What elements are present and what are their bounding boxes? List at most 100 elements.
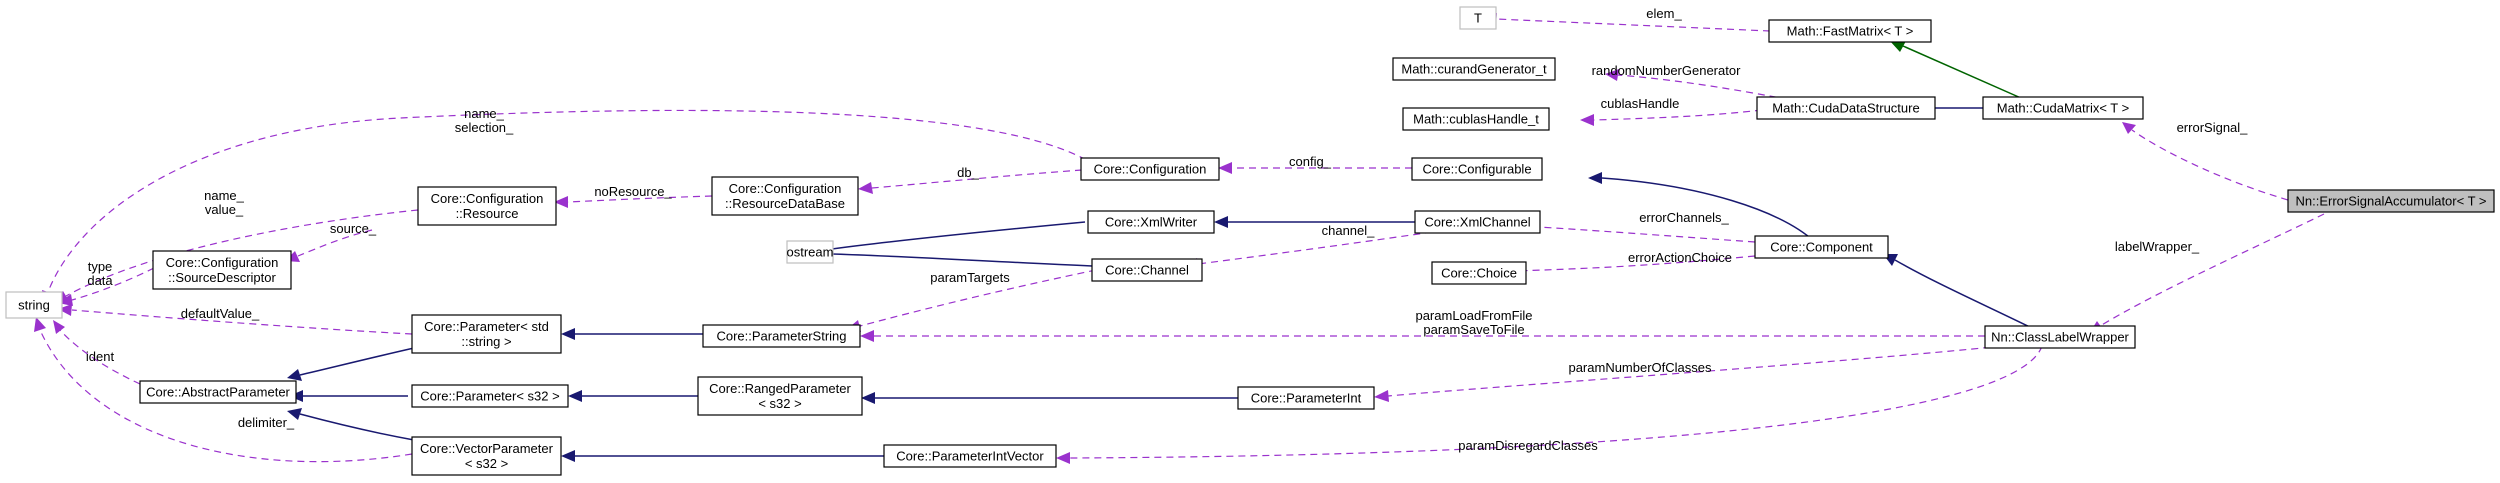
node-classlabel[interactable]: Nn::ClassLabelWrapper xyxy=(1984,325,2136,349)
node-paramstd-label: ::string > xyxy=(461,334,511,349)
node-paramstd[interactable]: Core::Parameter< std::string > xyxy=(411,314,562,354)
edge-label-type-data: data xyxy=(87,273,113,288)
node-fastmatrix-label: Math::FastMatrix< T > xyxy=(1787,24,1914,39)
node-paramintvec-label: Core::ParameterIntVector xyxy=(896,449,1044,464)
edge-configuration-config xyxy=(1218,162,1412,174)
node-srcdesc[interactable]: Core::Configuration::SourceDescriptor xyxy=(152,250,292,290)
edge-label-param-targets: paramTargets xyxy=(930,270,1010,285)
node-channel-label: Core::Channel xyxy=(1105,263,1189,278)
node-paramint[interactable]: Core::ParameterInt xyxy=(1237,386,1375,410)
edge-label-type-data: type xyxy=(88,259,113,274)
node-ranged-label: Core::RangedParameter xyxy=(709,381,851,396)
node-component-label: Core::Component xyxy=(1770,240,1873,255)
edge-cudamatrix-errorsignal xyxy=(2122,122,2289,201)
edge-abstractparam-to-paramstd xyxy=(287,347,415,381)
node-t_param[interactable]: T xyxy=(1459,6,1497,30)
edge-params32-to-ranged xyxy=(568,390,698,402)
edge-label-name-value: name_ xyxy=(204,188,245,203)
node-ostream[interactable]: ostream xyxy=(786,240,834,264)
node-curand[interactable]: Math::curandGenerator_t xyxy=(1392,57,1556,81)
node-configuration-box xyxy=(1080,157,1220,181)
edge-component-to-classlabel xyxy=(1883,254,2041,333)
node-ranged-box xyxy=(697,376,863,416)
node-paramstd-box xyxy=(411,314,562,354)
node-params32-box xyxy=(411,384,569,408)
edge-paramint-number xyxy=(1374,345,2003,402)
node-t_param-box xyxy=(1459,6,1497,30)
edge-resource-noresource xyxy=(554,195,713,208)
node-classlabel-box xyxy=(1984,325,2136,349)
node-xmlwriter-box xyxy=(1087,210,1215,234)
node-configurable[interactable]: Core::Configurable xyxy=(1411,157,1543,181)
node-cudamatrix[interactable]: Math::CudaMatrix< T > xyxy=(1982,96,2144,120)
edge-label-name-selection: selection_ xyxy=(455,120,514,135)
node-configurable-label: Core::Configurable xyxy=(1422,162,1531,177)
node-string-box xyxy=(5,291,63,319)
node-resource[interactable]: Core::Configuration::Resource xyxy=(417,186,557,226)
node-string[interactable]: string xyxy=(5,291,63,319)
node-t_param-label: T xyxy=(1474,11,1482,26)
node-cublas-label: Math::cublasHandle_t xyxy=(1413,112,1539,127)
edge-cublas-handle xyxy=(1580,109,1763,126)
edge-configurable-to-component xyxy=(1588,172,1816,243)
edge-resdb-db xyxy=(858,169,1083,194)
edge-channel-channel xyxy=(1184,231,1433,270)
node-abstractparam[interactable]: Core::AbstractParameter xyxy=(139,380,297,404)
node-channel-box xyxy=(1091,258,1203,282)
node-srcdesc-box xyxy=(152,250,292,290)
node-xmlchannel-label: Core::XmlChannel xyxy=(1424,215,1530,230)
edge-label-param-number: paramNumberOfClasses xyxy=(1568,360,1712,375)
node-xmlchannel-box xyxy=(1414,210,1541,234)
node-params32-label: Core::Parameter< s32 > xyxy=(420,389,559,404)
node-errsig-box xyxy=(2287,189,2495,213)
node-paramintvec[interactable]: Core::ParameterIntVector xyxy=(883,444,1057,468)
node-fastmatrix[interactable]: Math::FastMatrix< T > xyxy=(1768,19,1932,43)
edge-t-elem xyxy=(1483,13,1771,32)
node-vectorparam-label: Core::VectorParameter xyxy=(420,441,554,456)
edge-label-error-action: errorActionChoice xyxy=(1628,250,1732,265)
node-cudads[interactable]: Math::CudaDataStructure xyxy=(1756,96,1936,120)
node-resdb-label: Core::Configuration xyxy=(729,181,842,196)
edge-label-error-signal: errorSignal_ xyxy=(2177,120,2249,135)
node-component[interactable]: Core::Component xyxy=(1754,235,1889,259)
node-vectorparam-box xyxy=(411,436,562,476)
node-ostream-box xyxy=(786,240,834,264)
node-string-label: string xyxy=(18,298,50,313)
edge-paramintvec-disregard xyxy=(1056,345,2043,464)
edge-label-delimiter: delimiter_ xyxy=(238,415,295,430)
node-xmlwriter[interactable]: Core::XmlWriter xyxy=(1087,210,1215,234)
edge-label-channel: channel_ xyxy=(1322,223,1376,238)
node-errsig[interactable]: Nn::ErrorSignalAccumulator< T > xyxy=(2287,189,2495,213)
node-cublas[interactable]: Math::cublasHandle_t xyxy=(1402,107,1550,131)
edge-label-cublas: cublasHandle xyxy=(1601,96,1680,111)
edge-paramstring-loadsave xyxy=(860,330,1985,342)
node-component-box xyxy=(1754,235,1889,259)
edge-label-db: db_ xyxy=(957,165,979,180)
edge-abstractparam-to-vectorparam xyxy=(287,408,415,441)
edge-ostream-to-xmlwriter xyxy=(818,221,1086,255)
edge-xmlwriter-to-xmlchannel xyxy=(1214,216,1415,228)
edge-label-error-channels: errorChannels_ xyxy=(1639,210,1729,225)
node-channel[interactable]: Core::Channel xyxy=(1091,258,1203,282)
node-vectorparam-label: < s32 > xyxy=(465,456,508,471)
node-vectorparam[interactable]: Core::VectorParameter< s32 > xyxy=(411,436,562,476)
edge-ostream-to-channel xyxy=(831,253,1093,267)
edge-label-name-selection: name_ xyxy=(464,106,505,121)
node-choice-box xyxy=(1431,261,1527,285)
node-params32[interactable]: Core::Parameter< s32 > xyxy=(411,384,569,408)
edge-label-elem: elem_ xyxy=(1646,6,1682,21)
edge-paramstd-to-paramstring xyxy=(561,328,703,340)
node-paramstd-label: Core::Parameter< std xyxy=(424,319,549,334)
node-cudads-box xyxy=(1756,96,1936,120)
node-paramstring[interactable]: Core::ParameterString xyxy=(702,324,861,348)
node-configurable-box xyxy=(1411,157,1543,181)
node-xmlchannel[interactable]: Core::XmlChannel xyxy=(1414,210,1541,234)
node-configuration[interactable]: Core::Configuration xyxy=(1080,157,1220,181)
node-resdb[interactable]: Core::Configuration::ResourceDataBase xyxy=(711,176,859,216)
node-choice[interactable]: Core::Choice xyxy=(1431,261,1527,285)
node-ranged[interactable]: Core::RangedParameter< s32 > xyxy=(697,376,863,416)
edge-string-delimiter xyxy=(34,317,413,463)
edge-label-param-load-save: paramLoadFromFile xyxy=(1415,308,1532,323)
node-resource-box xyxy=(417,186,557,226)
